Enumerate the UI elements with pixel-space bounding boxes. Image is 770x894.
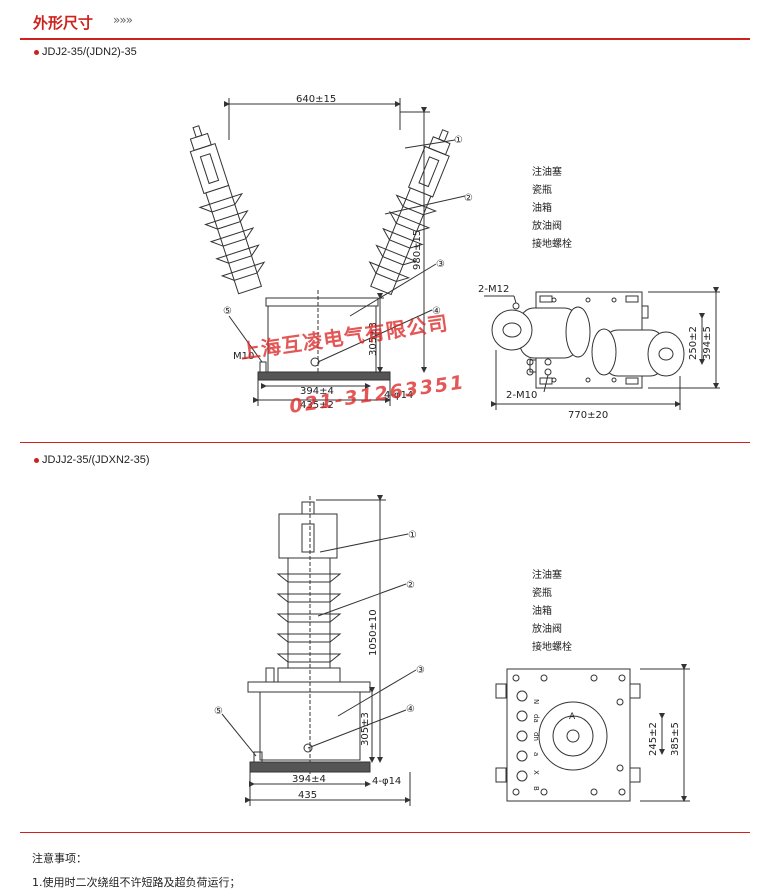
terminal-label: N bbox=[532, 699, 540, 704]
dim-box-height: 305±3 bbox=[368, 322, 379, 356]
dim2-base2: 435 bbox=[298, 790, 317, 801]
terminal-label: da bbox=[532, 714, 540, 723]
dim2-holes: 4-φ14 bbox=[372, 776, 401, 787]
dim-bolt: M10 bbox=[233, 351, 254, 362]
section2-title-text: JDJJ2-35/(JDXN2-35) bbox=[42, 454, 150, 466]
bullet-icon bbox=[34, 457, 39, 463]
legend-item: 注油塞 bbox=[532, 167, 562, 178]
legend-item: 注油塞 bbox=[532, 570, 562, 581]
dim-top-width: 640±15 bbox=[296, 94, 336, 105]
jdjj2-plan-view bbox=[495, 664, 690, 802]
dim2-plan-h1: 245±2 bbox=[648, 722, 659, 756]
jdj2-front-view bbox=[189, 98, 466, 406]
section-divider bbox=[20, 442, 750, 443]
section2-legend: 注油塞 瓷瓶 油箱 放油阀 接地螺栓 bbox=[532, 567, 572, 657]
jdjj2-front-view bbox=[221, 495, 417, 806]
jdj2-plan-view bbox=[484, 287, 720, 410]
dim-plan-h2: 394±5 bbox=[702, 326, 713, 360]
callout2-1: ① bbox=[408, 530, 417, 541]
callout-5: ⑤ bbox=[223, 306, 232, 317]
legend-item: 瓷瓶 bbox=[532, 185, 552, 196]
dim-plan-h1: 250±2 bbox=[688, 326, 699, 360]
dim-plan-width: 770±20 bbox=[568, 410, 608, 421]
legend-item: 放油阀 bbox=[532, 624, 562, 635]
terminal-label: A bbox=[569, 712, 576, 722]
section1-legend: 注油塞 瓷瓶 油箱 放油阀 接地螺栓 bbox=[532, 164, 572, 254]
callout2-4: ④ bbox=[406, 704, 415, 715]
section1-title: JDJ2-35/(JDN2)-35 bbox=[34, 46, 137, 58]
callout-2: ② bbox=[464, 193, 473, 204]
dim-base2: 435±2 bbox=[300, 400, 334, 411]
dim-holes: 4-φ14 bbox=[384, 390, 413, 401]
dim2-plan-h2: 385±5 bbox=[670, 722, 681, 756]
bullet-icon bbox=[34, 49, 39, 55]
dim2-box-height: 305±3 bbox=[360, 712, 371, 746]
legend-item: 瓷瓶 bbox=[532, 588, 552, 599]
chevrons-icon: »»» bbox=[113, 13, 133, 27]
terminal-label: a bbox=[532, 752, 540, 756]
callout-4: ④ bbox=[432, 306, 441, 317]
legend-item: 油箱 bbox=[532, 606, 552, 617]
dim-base1: 394±4 bbox=[300, 386, 334, 397]
dim2-height: 1050±10 bbox=[368, 609, 379, 656]
terminal-label: X bbox=[532, 770, 540, 775]
terminal-label: B bbox=[532, 786, 540, 791]
legend-item: 油箱 bbox=[532, 203, 552, 214]
section2-title: JDJJ2-35/(JDXN2-35) bbox=[34, 454, 150, 466]
dim-m10: 2-M10 bbox=[506, 390, 537, 401]
dim-m12: 2-M12 bbox=[478, 284, 509, 295]
legend-item: 接地螺栓 bbox=[532, 239, 572, 250]
page-header: 外形尺寸 »»» bbox=[20, 8, 750, 38]
legend-item: 放油阀 bbox=[532, 221, 562, 232]
callout2-3: ③ bbox=[416, 665, 425, 676]
callout-3: ③ bbox=[436, 259, 445, 270]
section1-title-text: JDJ2-35/(JDN2)-35 bbox=[42, 46, 137, 58]
notes-item: 1.使用时二次绕组不许短路及超负荷运行； bbox=[32, 876, 241, 889]
dim2-base1: 394±4 bbox=[292, 774, 326, 785]
callout2-5: ⑤ bbox=[214, 706, 223, 717]
callout-1: ① bbox=[454, 135, 463, 146]
header-divider bbox=[20, 38, 750, 40]
notes-divider bbox=[20, 832, 750, 833]
page-title: 外形尺寸 bbox=[33, 14, 94, 32]
dim-height: 980±15 bbox=[412, 230, 423, 270]
legend-item: 接地螺栓 bbox=[532, 642, 572, 653]
notes-title: 注意事项： bbox=[32, 852, 87, 865]
callout2-2: ② bbox=[406, 580, 415, 591]
terminal-label: dn bbox=[532, 732, 540, 741]
